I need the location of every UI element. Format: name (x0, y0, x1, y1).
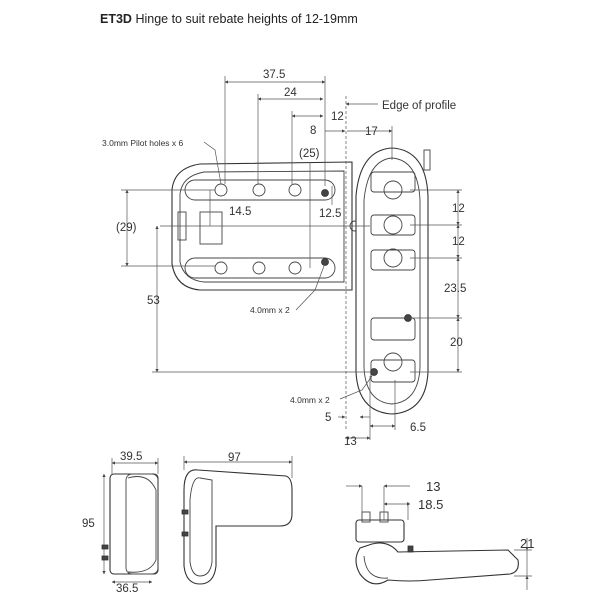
model-code: ET3D (100, 12, 132, 26)
dim-53: 53 (147, 295, 160, 307)
hole-4mm-label-a: 4.0mm x 2 (250, 305, 290, 315)
dim-36-5: 36.5 (116, 583, 138, 595)
dim-12-right-2: 12 (452, 236, 465, 248)
dim-24: 24 (284, 87, 297, 99)
cover-plate-plan (355, 147, 431, 415)
hole-4mm-label-b: 4.0mm x 2 (290, 395, 330, 405)
dim-6-5: 6.5 (410, 422, 426, 434)
dim-8: 8 (310, 125, 316, 137)
dimension-texts-plan: 37.5 24 12 8 17 (25) 14.5 12.5 (29) 53 1… (102, 69, 466, 448)
side-view-small (101, 458, 159, 584)
dim-37-5: 37.5 (263, 69, 285, 81)
dim-14-5: 14.5 (229, 206, 251, 218)
dim-97: 97 (228, 452, 241, 464)
end-view-dims: 13 18.5 21 (418, 479, 534, 551)
dim-29: (29) (116, 222, 137, 234)
title-text: Hinge to suit rebate heights of 12-19mm (135, 12, 358, 26)
dim-18-5: 18.5 (418, 497, 443, 512)
dim-5: 5 (325, 412, 331, 424)
dimension-lines-plan (121, 76, 462, 440)
pilot-holes-label: 3.0mm Pilot holes x 6 (102, 138, 184, 148)
dim-17: 17 (365, 126, 378, 138)
dim-20: 20 (450, 337, 463, 349)
end-view (346, 484, 532, 590)
dim-21: 21 (520, 536, 534, 551)
diagram-title: ET3D Hinge to suit rebate heights of 12-… (100, 12, 358, 26)
dim-95: 95 (82, 518, 95, 530)
front-view (181, 456, 293, 585)
dim-13-bottom: 13 (344, 436, 357, 448)
dim-12-5: 12.5 (319, 208, 341, 220)
side-view-dims: 39.5 95 36.5 (82, 451, 142, 595)
dim-13-side: 13 (426, 479, 440, 494)
dim-25: (25) (299, 148, 320, 160)
dim-39-5: 39.5 (120, 451, 142, 463)
dim-12-top: 12 (331, 111, 344, 123)
dim-12-right-1: 12 (452, 203, 465, 215)
dim-23-5: 23.5 (444, 283, 466, 295)
edge-of-profile-label: Edge of profile (382, 100, 456, 112)
